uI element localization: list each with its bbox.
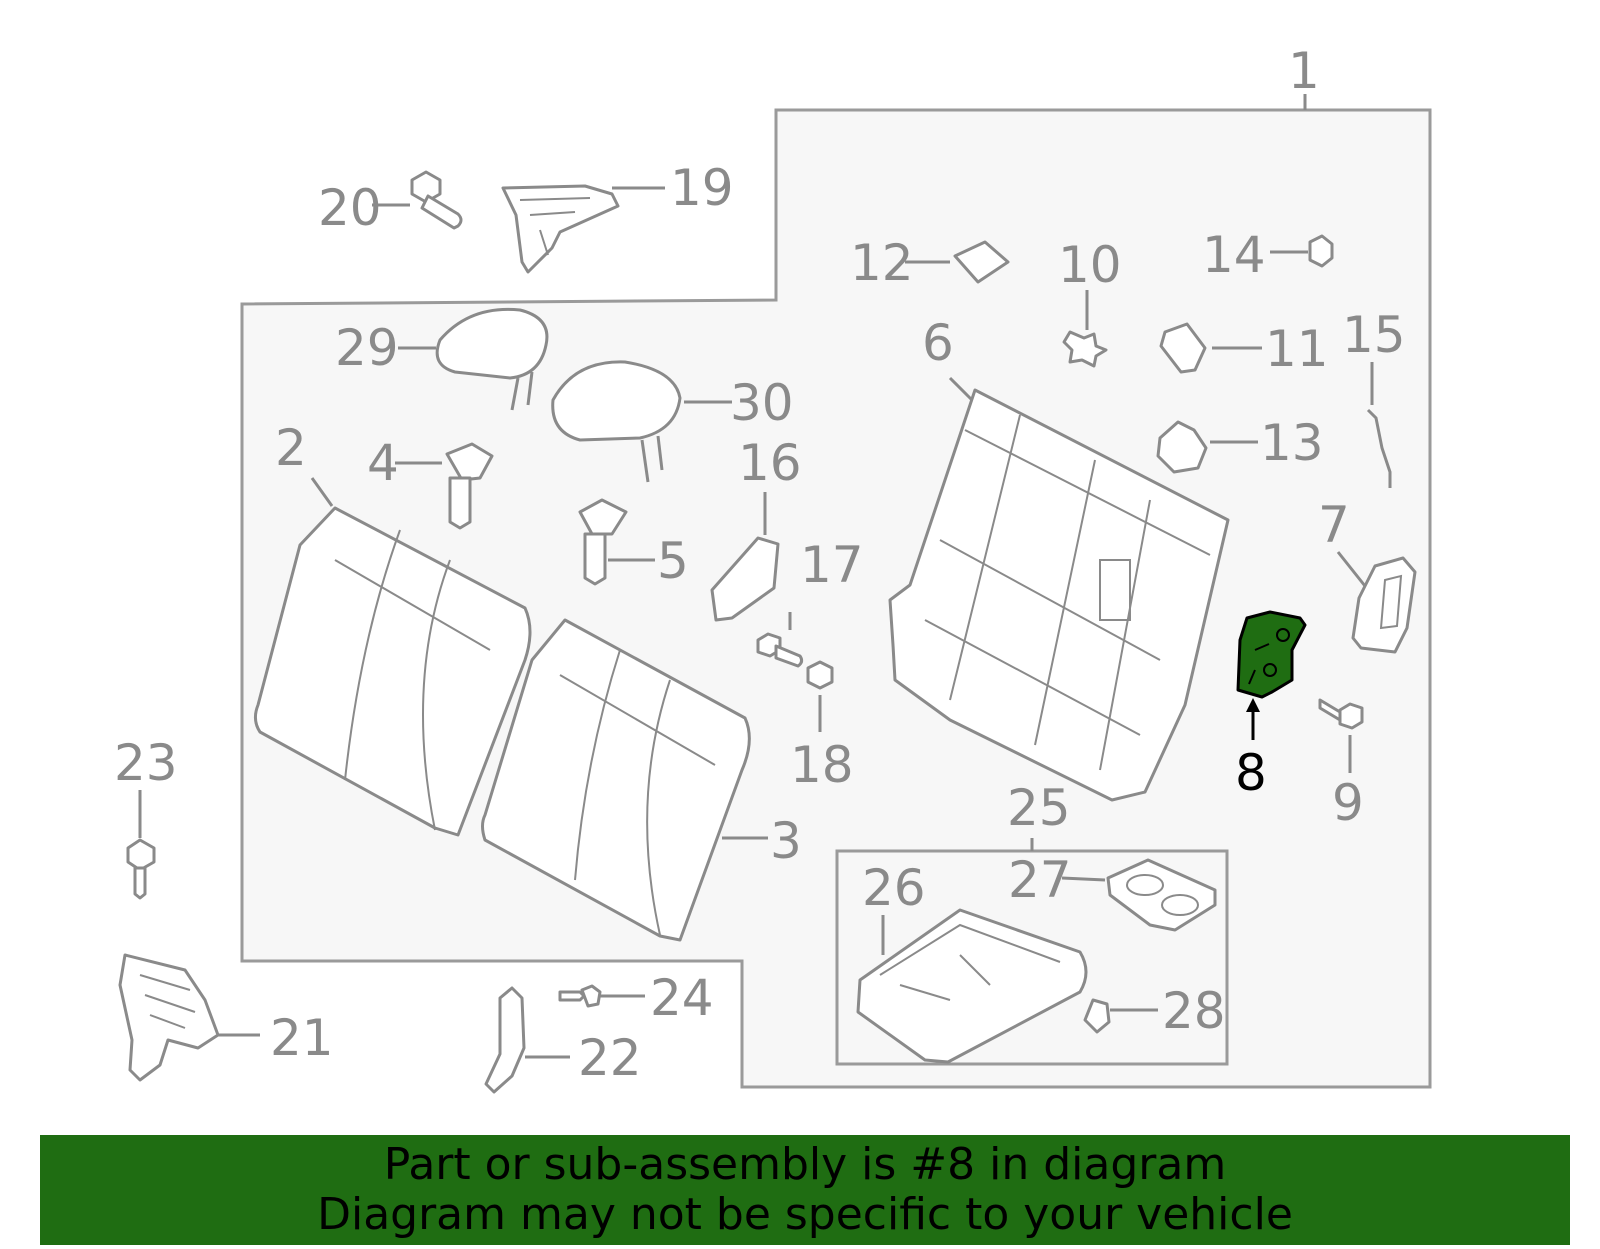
callout-4: 4: [367, 434, 399, 492]
callout-29: 29: [335, 319, 399, 377]
leader-7: [1336, 551, 1367, 587]
callout-7: 7: [1318, 496, 1350, 554]
part-13-latch: [1156, 420, 1208, 474]
callout-21: 21: [270, 1009, 334, 1067]
info-banner: Part or sub-assembly is #8 in diagram Di…: [40, 1135, 1570, 1245]
callout-12: 12: [850, 234, 914, 292]
part-19-bracket: [501, 184, 620, 274]
callout-24: 24: [650, 969, 714, 1027]
leader-6: [948, 376, 974, 402]
banner-line-1: Part or sub-assembly is #8 in diagram: [383, 1139, 1227, 1190]
part-17-bolt: [756, 632, 804, 668]
callout-25: 25: [1007, 779, 1071, 837]
callout-19: 19: [670, 159, 734, 217]
part-5-guide: [578, 498, 628, 586]
part-9-bolt: [1318, 698, 1364, 730]
part-7-hinge: [1351, 556, 1417, 654]
part-2-seatback: [253, 506, 532, 837]
callout-30: 30: [730, 374, 794, 432]
leader-8: [1246, 698, 1260, 740]
banner-line-2: Diagram may not be specific to your vehi…: [317, 1189, 1293, 1240]
part-28-clip: [1083, 998, 1111, 1034]
callout-23: 23: [114, 734, 178, 792]
part-18-nut: [806, 660, 834, 690]
part-3-seatback: [481, 618, 751, 942]
callout-5: 5: [657, 532, 689, 590]
callout-1: 1: [1288, 42, 1320, 100]
leader-2: [310, 477, 334, 507]
callout-11: 11: [1265, 320, 1329, 378]
part-27-cupholder: [1106, 858, 1217, 932]
callout-28: 28: [1162, 982, 1226, 1040]
part-8-bracket: [1236, 610, 1307, 699]
callout-14: 14: [1202, 226, 1266, 284]
part-30-headrest: [551, 360, 682, 483]
callout-9: 9: [1332, 774, 1364, 832]
part-12-clip: [953, 240, 1010, 284]
callout-13: 13: [1260, 414, 1324, 472]
part-20-bolt: [410, 170, 463, 230]
part-21-bracket: [118, 953, 220, 1082]
callout-18: 18: [790, 736, 854, 794]
callout-17: 17: [800, 536, 864, 594]
callout-10: 10: [1058, 236, 1122, 294]
callout-27: 27: [1008, 851, 1072, 909]
part-16-bracket: [710, 536, 780, 622]
callout-3: 3: [770, 812, 802, 870]
part-15-rod: [1366, 408, 1392, 488]
part-14-ring: [1308, 234, 1334, 268]
callout-16: 16: [738, 434, 802, 492]
callout-2: 2: [275, 419, 307, 477]
part-26-armrest: [856, 908, 1088, 1064]
callout-8: 8: [1235, 744, 1267, 802]
callout-22: 22: [578, 1029, 642, 1087]
callout-6: 6: [922, 314, 954, 372]
part-10-clip: [1062, 330, 1108, 368]
part-24-clip: [558, 984, 602, 1008]
part-11-cover: [1159, 322, 1207, 374]
part-23-bolt: [126, 838, 156, 900]
parts-diagram: 1 2 3 4 5 6 7 8 9 10 11 12 13 14 15 16 1…: [114, 42, 1432, 1094]
callout-20: 20: [318, 179, 382, 237]
callout-26: 26: [862, 859, 926, 917]
part-22-bracket: [484, 986, 526, 1094]
part-4-guide: [445, 442, 494, 530]
leader-27: [1061, 876, 1106, 882]
part-6-frame: [888, 388, 1230, 802]
callout-15: 15: [1342, 306, 1406, 364]
part-29-headrest: [435, 307, 549, 411]
